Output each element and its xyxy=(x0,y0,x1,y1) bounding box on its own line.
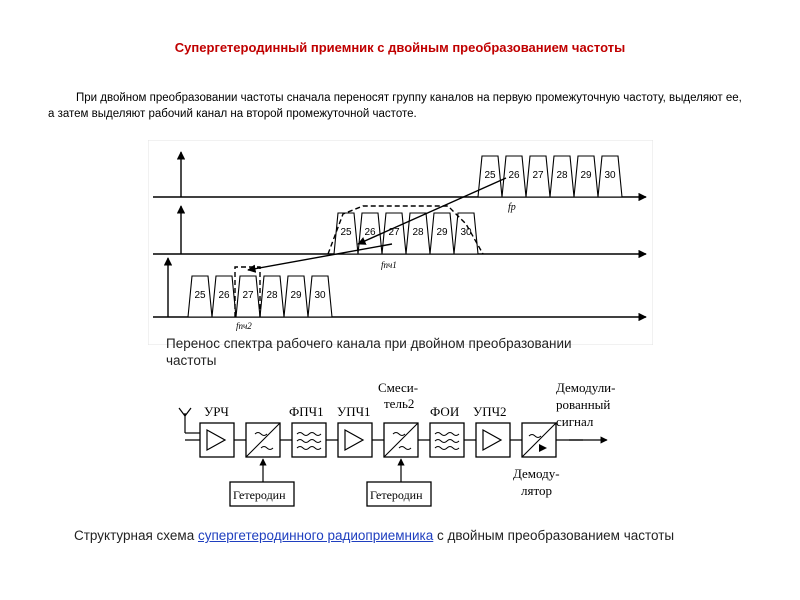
label-fpch2: fпч2 xyxy=(236,321,252,331)
label-upch2: УПЧ2 xyxy=(473,404,507,419)
channel-label-row1-26: 26 xyxy=(508,170,520,181)
channel-label-row3-28: 28 xyxy=(266,290,278,301)
caption-block-link[interactable]: супергетеродинного радиоприемника xyxy=(197,528,434,543)
transfer-arrow-2 xyxy=(247,243,393,273)
channel-row1-26 xyxy=(501,155,527,198)
channel-row1-28 xyxy=(549,155,575,198)
channel-label-row1-28: 28 xyxy=(556,170,568,181)
channel-row1-25 xyxy=(477,155,503,198)
label-heterodyne-1: Гетеродин xyxy=(233,488,286,502)
label-heterodyne-2: Гетеродин xyxy=(370,488,423,502)
channel-label-row2-28: 28 xyxy=(412,227,424,238)
channel-label-row2-25: 25 xyxy=(340,227,352,238)
channel-row2-27 xyxy=(381,212,407,255)
block-foi xyxy=(429,422,465,458)
channel-row2-29 xyxy=(429,212,455,255)
label-upch1: УПЧ1 xyxy=(337,404,371,419)
channel-group-row3: 25 26 27 28 29 30 xyxy=(187,275,333,318)
label-demodulator-line2: лятор xyxy=(521,483,552,498)
block-demodulator xyxy=(521,422,557,458)
caption-block-diagram: Структурная схема супергетеродинного рад… xyxy=(74,527,714,544)
label-mixer2-line2: тель2 xyxy=(384,396,414,411)
channel-row1-27 xyxy=(525,155,551,198)
label-mixer2-line1: Смеси- xyxy=(378,380,418,395)
label-demodulator-line1: Демоду- xyxy=(513,466,560,481)
channel-label-row1-25: 25 xyxy=(484,170,496,181)
channel-row3-29 xyxy=(283,275,309,318)
channel-row3-26 xyxy=(211,275,237,318)
antenna-icon xyxy=(178,407,200,434)
channel-row1-30 xyxy=(597,155,623,198)
label-demod-signal-line3: сигнал xyxy=(556,414,594,429)
block-upch1 xyxy=(337,422,373,458)
caption-spectrum: Перенос спектра рабочего канала при двой… xyxy=(166,336,572,368)
channel-label-row1-30: 30 xyxy=(604,170,616,181)
channel-label-row2-29: 29 xyxy=(436,227,448,238)
channel-group-row2: 25 26 27 28 29 30 xyxy=(333,212,479,255)
page-title: Супергетеродинный приемник с двойным пре… xyxy=(174,40,626,55)
spectrum-transfer-diagram: 25 26 27 28 29 30 25 26 27 28 29 30 25 26 27 28 29 30 f… xyxy=(148,140,653,345)
label-demod-signal-line2: рованный xyxy=(556,397,610,412)
channel-label-row3-29: 29 xyxy=(290,290,302,301)
block-diagram: УРЧ ФПЧ1 УПЧ1 Смеси- тель2 ФОИ УПЧ2 Демо… xyxy=(178,380,615,507)
channel-label-row1-27: 27 xyxy=(532,170,544,181)
heterodyne-2-box xyxy=(366,458,432,507)
transfer-arrow-1 xyxy=(357,177,507,245)
channel-row2-30 xyxy=(453,212,479,255)
channel-label-row2-26: 26 xyxy=(364,227,376,238)
label-foi: ФОИ xyxy=(430,404,459,419)
channel-label-row3-27: 27 xyxy=(242,290,254,301)
channel-label-row2-30: 30 xyxy=(460,227,472,238)
filter-envelope-row2 xyxy=(327,205,484,255)
channel-label-row1-29: 29 xyxy=(580,170,592,181)
channel-group-row1: 25 26 27 28 29 30 xyxy=(477,155,623,198)
label-urch: УРЧ xyxy=(204,404,229,419)
channel-row3-27 xyxy=(235,275,261,318)
caption-block-suffix: с двойным преобразованием частоты xyxy=(433,528,675,543)
channel-row1-29 xyxy=(573,155,599,198)
block-mixer1 xyxy=(245,422,281,458)
label-fp: fр xyxy=(508,202,516,213)
block-fpch1 xyxy=(291,422,327,458)
heterodyne-1-box xyxy=(229,458,295,507)
channel-row3-30 xyxy=(307,275,333,318)
block-urch xyxy=(199,422,235,458)
channel-label-row3-26: 26 xyxy=(218,290,230,301)
label-fpch1: ФПЧ1 xyxy=(289,404,324,419)
block-mixer2 xyxy=(383,422,419,458)
intro-paragraph: При двойном преобразовании частоты снача… xyxy=(48,92,742,120)
channel-label-row3-25: 25 xyxy=(194,290,206,301)
label-fpch1: fпч1 xyxy=(381,260,397,270)
caption-block-prefix: Структурная схема xyxy=(74,528,198,543)
block-upch2 xyxy=(475,422,511,458)
channel-row3-28 xyxy=(259,275,285,318)
label-demod-signal-line1: Демодули- xyxy=(556,380,615,395)
channel-label-row2-27: 27 xyxy=(388,227,400,238)
channel-row3-25 xyxy=(187,275,213,318)
filter-envelope-row3 xyxy=(234,266,261,317)
channel-label-row3-30: 30 xyxy=(314,290,326,301)
